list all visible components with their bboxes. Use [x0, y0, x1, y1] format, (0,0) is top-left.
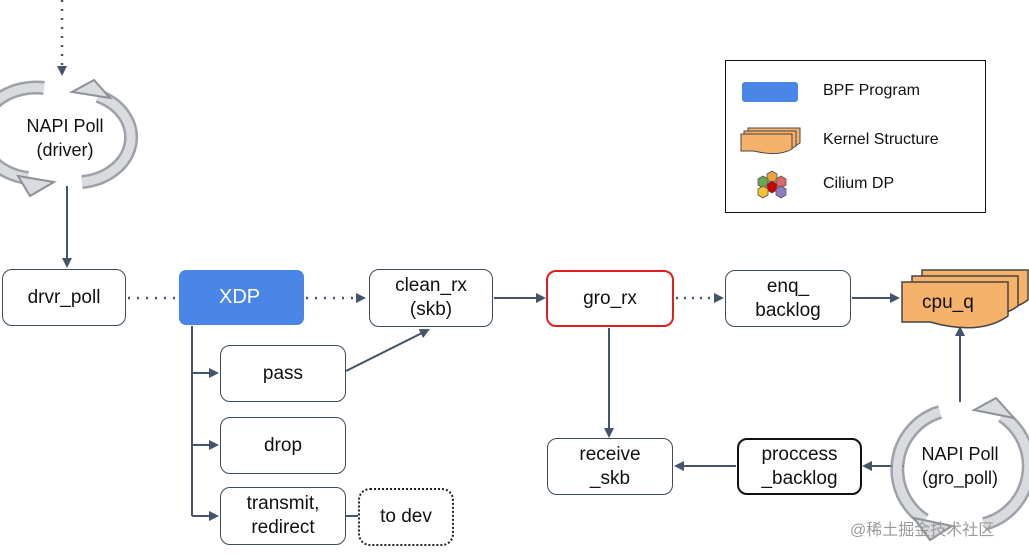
drop-node: drop	[220, 417, 346, 474]
cpu-q-label: cpu_q	[922, 292, 974, 313]
cpu-q-kernel-structure-shape	[901, 269, 1029, 329]
legend-bpf-swatch	[742, 82, 798, 102]
proccess-backlog-node: proccess _backlog	[737, 438, 862, 495]
napi-gropoll-label: NAPI Poll (gro_poll)	[921, 444, 999, 488]
napi-driver-loop-icon	[0, 78, 139, 198]
napi-driver-label: NAPI Poll (driver)	[26, 116, 104, 160]
pass-node: pass	[220, 345, 346, 402]
legend-kernel-structure-label: Kernel Structure	[823, 131, 939, 148]
legend-kernel-structure-swatch	[740, 127, 801, 155]
pass-to-cleanrx-arrow	[345, 329, 430, 372]
receive-skb-node: receive _skb	[547, 438, 673, 495]
legend: BPF Program Kernel Structure Cilium DP	[725, 60, 986, 213]
transmit-redirect-node: transmit, redirect	[220, 487, 346, 545]
napi-gropoll-loop-icon	[890, 396, 1029, 542]
watermark: @稀土掘金技术社区	[850, 522, 995, 539]
xdp-label: XDP	[219, 286, 261, 308]
legend-cilium-label: Cilium DP	[823, 175, 895, 192]
clean-rx-node: clean_rx (skb)	[369, 269, 493, 327]
xdp-node: XDP	[179, 270, 304, 325]
to-dev-node: to dev	[358, 488, 454, 546]
enq-backlog-node: enq_ backlog	[725, 270, 851, 327]
legend-bpf-label: BPF Program	[823, 82, 920, 99]
drvr-poll-node: drvr_poll	[2, 269, 126, 326]
gro-rx-node: gro_rx	[546, 270, 674, 327]
legend-cilium-icon	[757, 170, 787, 199]
